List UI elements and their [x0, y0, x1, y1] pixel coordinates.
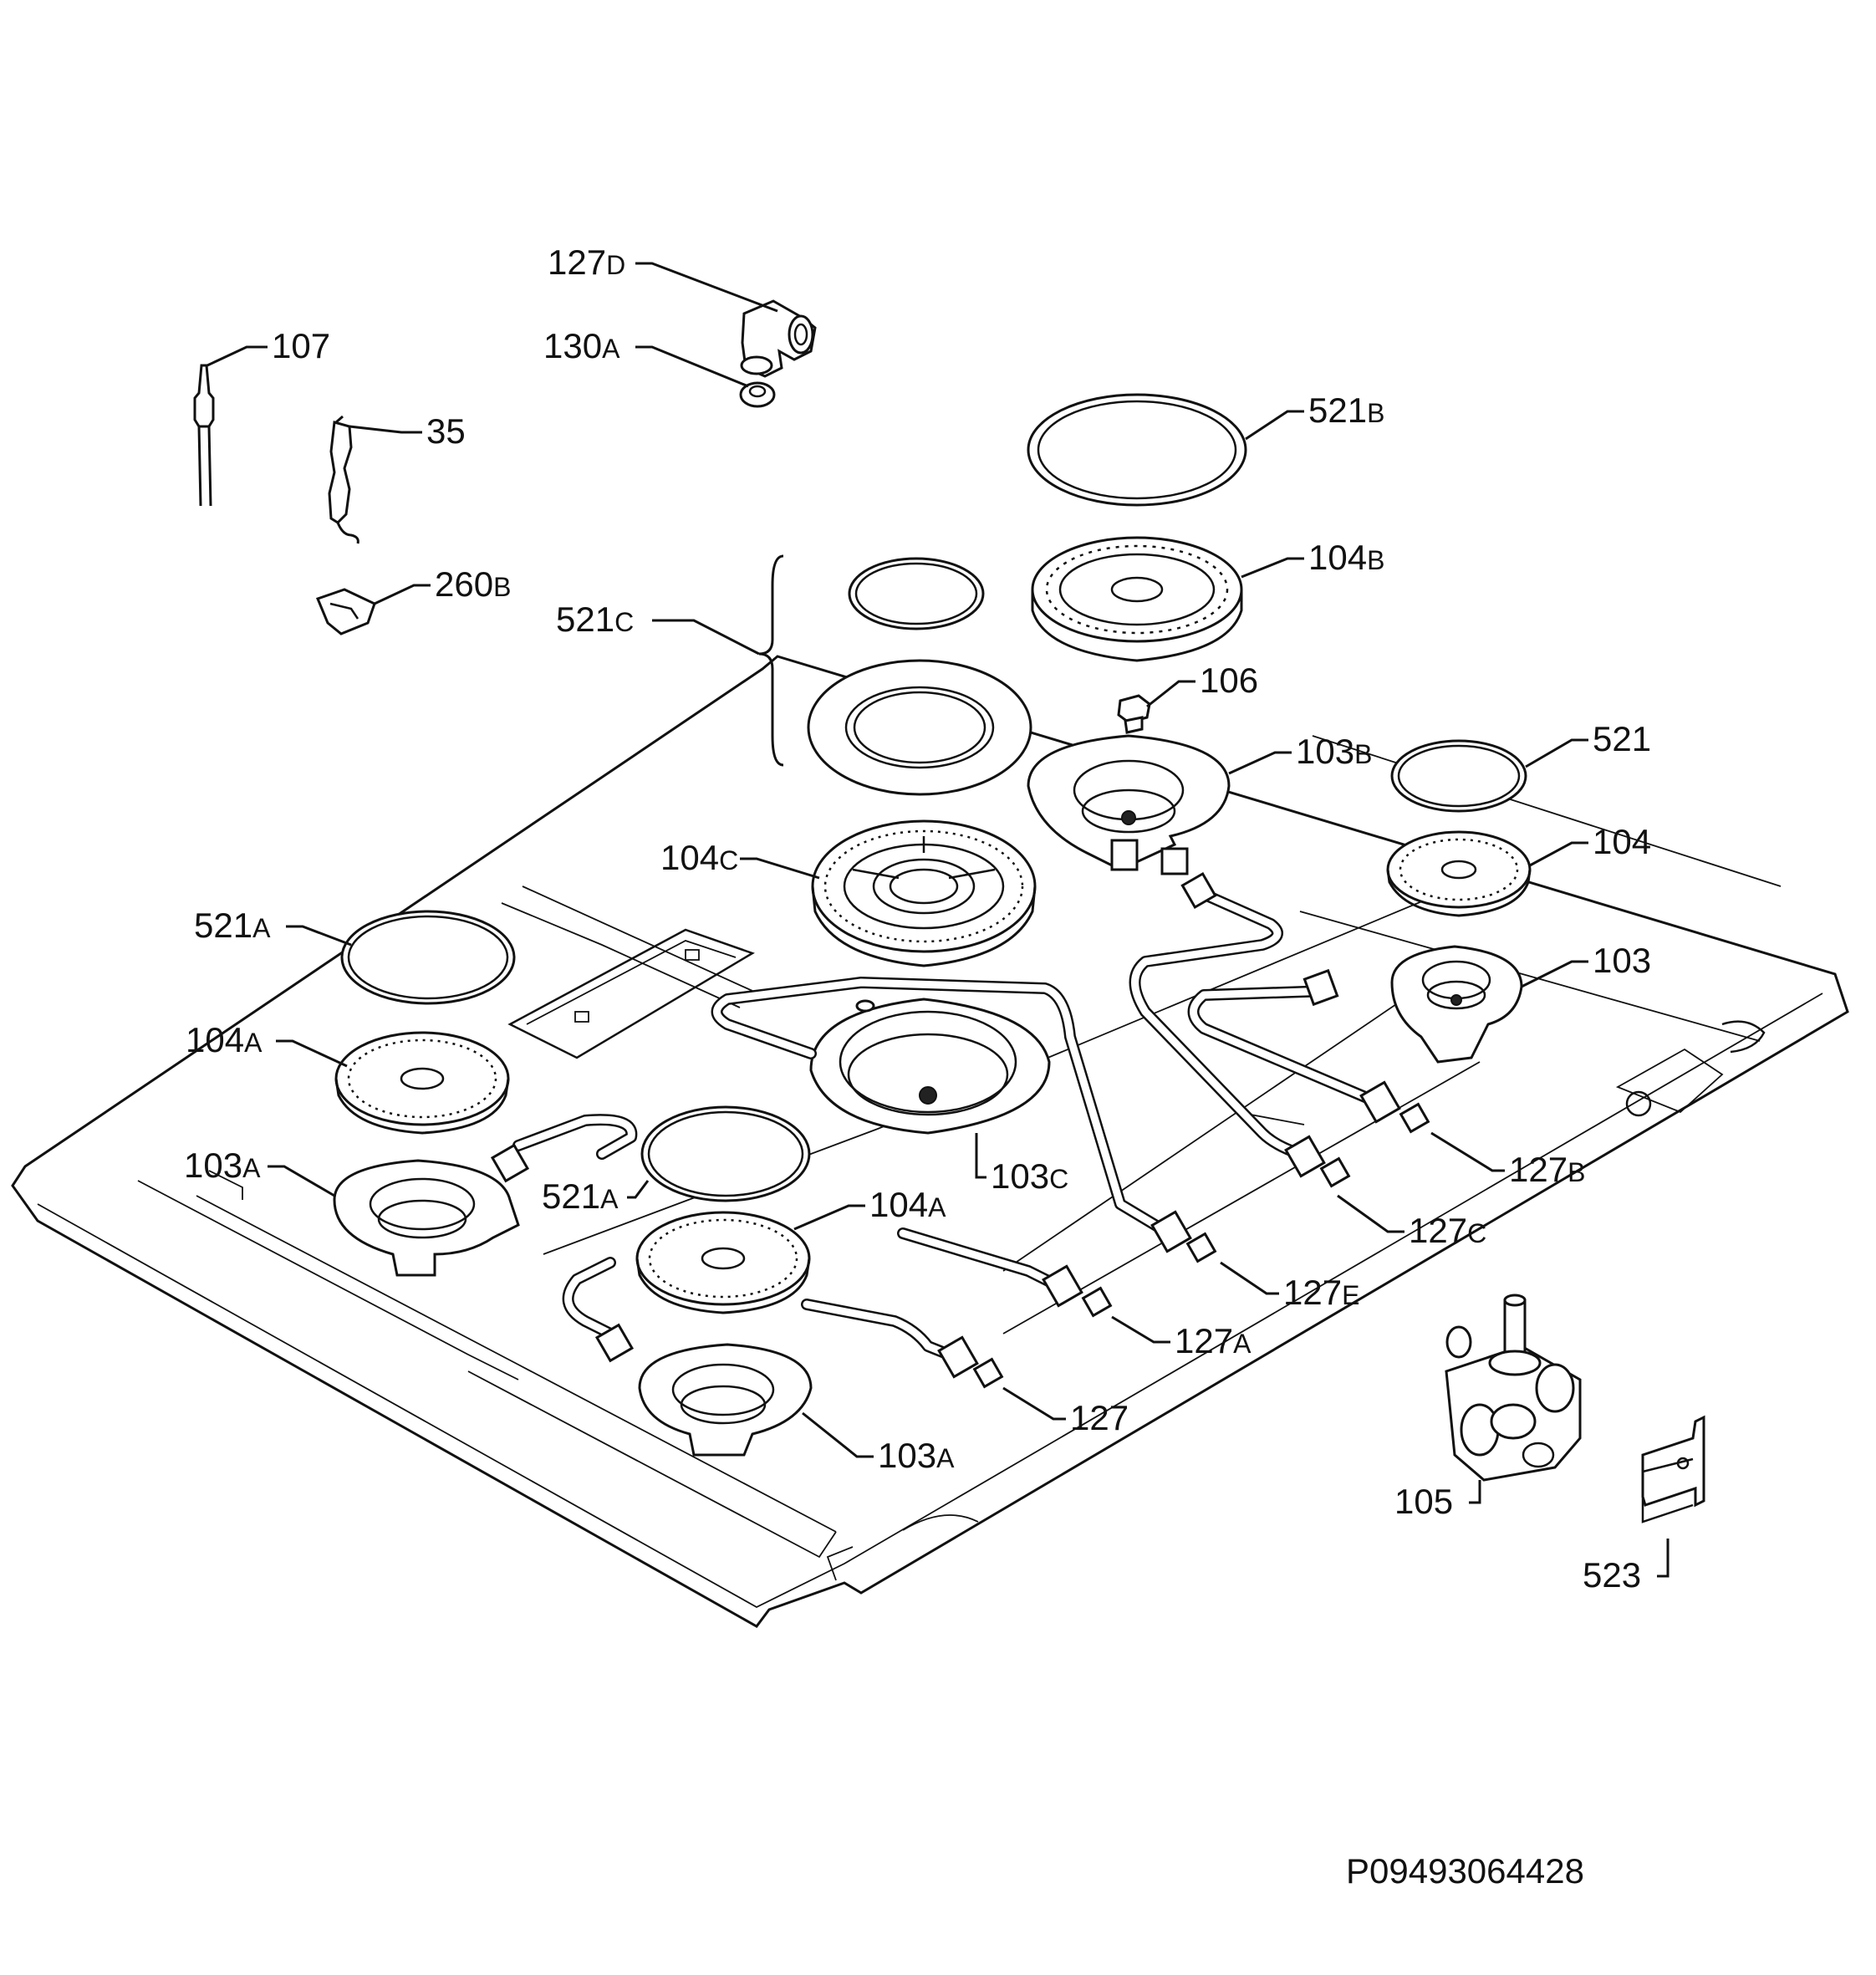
- tube-nuts: [490, 871, 1430, 1389]
- label-521c: 521C: [556, 600, 634, 639]
- clip-260b: [316, 588, 376, 635]
- label-521a-left: 521A: [194, 906, 271, 945]
- label-107: 107: [272, 326, 330, 365]
- gasket-521a-left: [340, 910, 516, 1005]
- thermocouple-107: [193, 364, 215, 507]
- burner-cap-104: [1386, 830, 1532, 917]
- diagram-code: P09493064428: [1346, 1851, 1584, 1891]
- label-127: 127: [1070, 1398, 1129, 1437]
- label-103c: 103C: [991, 1156, 1068, 1196]
- burner-base-103b: [1027, 734, 1231, 875]
- burner-base-103a-center: [638, 1343, 813, 1457]
- label-105: 105: [1394, 1482, 1453, 1521]
- seal-130a: [739, 381, 776, 408]
- leader-lines: [206, 262, 1670, 1578]
- gasket-521c-small: [848, 557, 985, 630]
- burner-base-103c: [809, 998, 1051, 1135]
- label-104: 104: [1593, 822, 1651, 861]
- label-127c: 127C: [1409, 1211, 1486, 1250]
- ignition-electrode-35: [328, 415, 359, 544]
- gasket-521c-large: [807, 659, 1032, 796]
- gas-tubes: [512, 885, 1377, 1360]
- label-103: 103: [1593, 941, 1651, 980]
- label-521b: 521B: [1308, 390, 1384, 430]
- label-103a-center: 103A: [878, 1436, 955, 1475]
- label-521: 521: [1593, 719, 1651, 758]
- label-104a-left: 104A: [186, 1020, 263, 1059]
- bracket-523: [1641, 1415, 1705, 1523]
- burner-cap-104b: [1031, 536, 1243, 662]
- label-103b: 103B: [1296, 732, 1372, 771]
- label-127e: 127E: [1283, 1273, 1359, 1312]
- label-104a-center: 104A: [869, 1185, 946, 1224]
- burner-cap-104a-left: [334, 1031, 510, 1135]
- label-523: 523: [1583, 1555, 1641, 1595]
- label-35: 35: [426, 411, 466, 451]
- label-104c: 104C: [660, 838, 738, 877]
- label-521a-center: 521A: [542, 1176, 619, 1216]
- label-130a: 130A: [543, 326, 620, 365]
- hob-base-plate: [11, 655, 1849, 1628]
- label-127d: 127D: [548, 242, 625, 282]
- gasket-521a-center: [640, 1105, 811, 1202]
- label-260b: 260B: [435, 564, 511, 604]
- injector-106: [1117, 694, 1151, 734]
- label-103a-left: 103A: [184, 1146, 261, 1185]
- burner-base-103a-left: [333, 1159, 520, 1277]
- burner-cap-104c: [811, 819, 1037, 967]
- part-labels: 107 35 260B 127D 130A 521B 104B 521C 106…: [184, 242, 1651, 1595]
- gasket-521b: [1027, 393, 1247, 507]
- gas-valve-105: [1445, 1294, 1582, 1482]
- label-106: 106: [1200, 661, 1258, 700]
- label-104b: 104B: [1308, 538, 1384, 577]
- gasket-521: [1390, 739, 1527, 813]
- label-127a: 127A: [1175, 1321, 1252, 1360]
- burner-cap-104a-center: [635, 1211, 811, 1314]
- elbow-connector-127d: [740, 299, 817, 378]
- label-127b: 127B: [1509, 1150, 1585, 1189]
